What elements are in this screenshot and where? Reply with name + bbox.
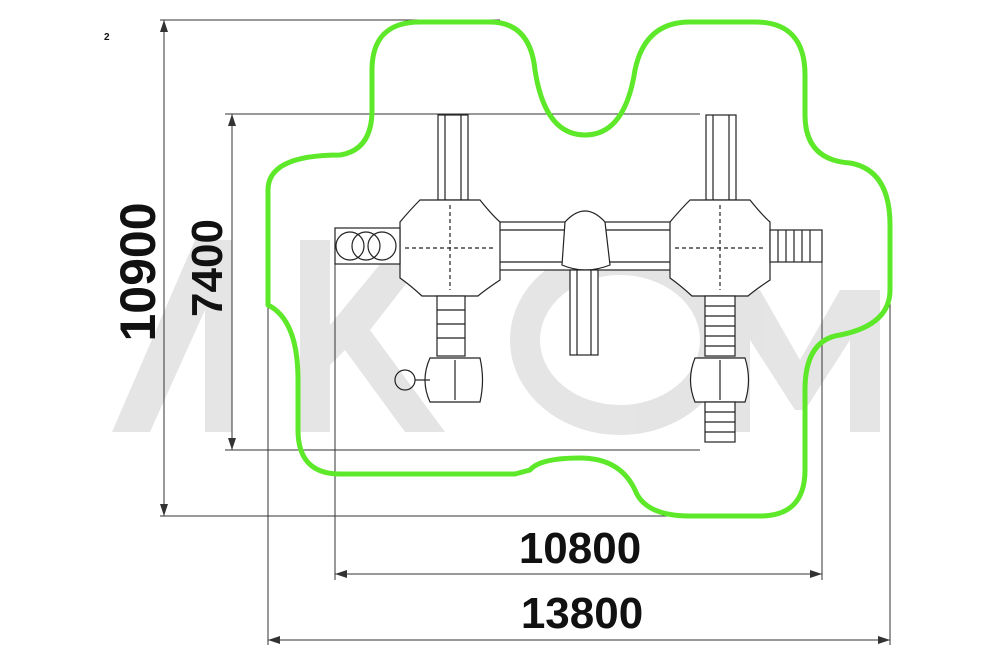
right-top-slide (705, 114, 737, 201)
right-ladder (769, 229, 823, 263)
safety-zone-outline (265, 19, 893, 519)
equipment-plan (334, 114, 823, 443)
dimension-lines (160, 19, 891, 645)
center-roof (561, 210, 611, 271)
sheet-number: 2 (104, 32, 110, 43)
left-lower-pod (424, 357, 484, 403)
dim-equipment-height: 7400 (183, 219, 232, 317)
dim-equipment-width: 10800 (519, 524, 641, 573)
center-slide (569, 269, 599, 356)
dim-overall-height: 10900 (110, 202, 166, 341)
left-lower-ladder (436, 295, 466, 357)
left-top-slide (437, 114, 469, 201)
dimension-arrows (160, 20, 890, 644)
dim-overall-width: 13800 (521, 589, 643, 638)
